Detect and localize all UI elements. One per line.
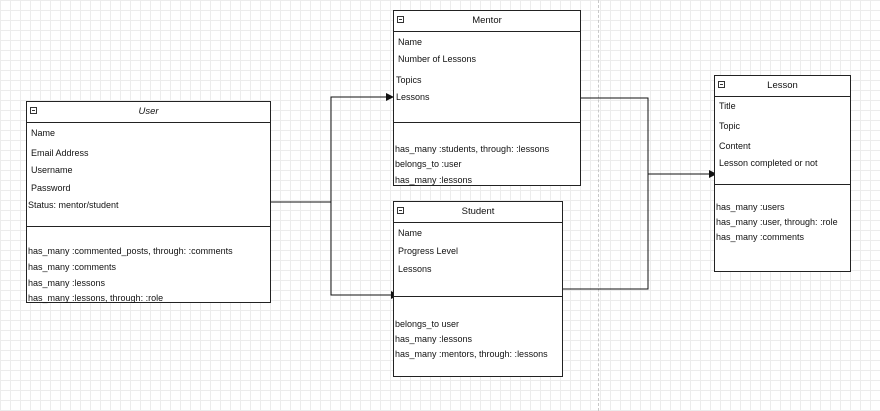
student-separator [394, 296, 562, 297]
user-separator [27, 226, 270, 227]
user-title: User [138, 106, 159, 117]
lesson-title: Lesson [767, 80, 798, 91]
mentor-relation: belongs_to :user [395, 159, 462, 169]
lesson-separator [715, 184, 850, 185]
student-relation: belongs_to user [395, 319, 460, 329]
student-header: Student [394, 202, 562, 223]
mentor-header: Mentor [394, 11, 580, 32]
user-attribute: Email Address [31, 148, 89, 158]
collapse-icon[interactable] [718, 81, 725, 88]
user-to-student-connector[interactable] [330, 202, 399, 299]
student-to-lesson-connector[interactable] [563, 174, 649, 290]
lesson-attribute: Content [719, 141, 751, 151]
user-entity[interactable]: User Name Email Address Username Passwor… [26, 101, 271, 303]
student-attribute: Name [398, 228, 423, 238]
lesson-attribute: Topic [719, 121, 741, 131]
mentor-title: Mentor [472, 15, 502, 26]
user-attribute: Name [31, 128, 56, 138]
mentor-relation: has_many :lessons [395, 175, 473, 185]
user-attribute: Status: mentor/student [28, 200, 119, 210]
user-relation: has_many :lessons, through: :role [28, 293, 164, 303]
lesson-attribute: Lesson completed or not [719, 158, 818, 168]
lesson-header: Lesson [715, 76, 850, 97]
user-relation: has_many :comments [28, 262, 117, 272]
user-to-mentor-connector[interactable] [271, 93, 394, 203]
mentor-entity[interactable]: Mentor Name Number of Lessons Topics Les… [393, 10, 581, 186]
collapse-icon[interactable] [30, 107, 37, 114]
mentor-attribute: Name [398, 37, 423, 47]
mentor-attribute: Lessons [396, 92, 430, 102]
student-title: Student [461, 206, 495, 217]
student-relation: has_many :mentors, through: :lessons [395, 349, 548, 359]
student-relation: has_many :lessons [395, 334, 473, 344]
user-relation: has_many :commented_posts, through: :com… [28, 246, 233, 256]
lesson-entity[interactable]: Lesson Title Topic Content Lesson comple… [714, 75, 851, 272]
mentor-relation: has_many :students, through: :lessons [395, 144, 550, 154]
mentor-attribute: Number of Lessons [398, 54, 477, 64]
lesson-relation: has_many :comments [716, 232, 805, 242]
user-relation: has_many :lessons [28, 278, 106, 288]
lesson-attribute: Title [719, 101, 736, 111]
mentor-attribute: Topics [396, 75, 422, 85]
user-attribute: Password [31, 183, 71, 193]
student-attribute: Lessons [398, 264, 432, 274]
user-attribute: Username [31, 165, 73, 175]
lesson-relation: has_many :user, through: :role [716, 217, 838, 227]
lesson-relation: has_many :users [716, 202, 785, 212]
mentor-separator [394, 122, 580, 123]
mentor-to-lesson-connector[interactable] [581, 97, 717, 178]
page-divider [598, 0, 599, 411]
collapse-icon[interactable] [397, 207, 404, 214]
student-attribute: Progress Level [398, 246, 459, 256]
student-entity[interactable]: Student Name Progress Level Lessons belo… [393, 201, 563, 377]
collapse-icon[interactable] [397, 16, 404, 23]
user-header: User [27, 102, 270, 123]
